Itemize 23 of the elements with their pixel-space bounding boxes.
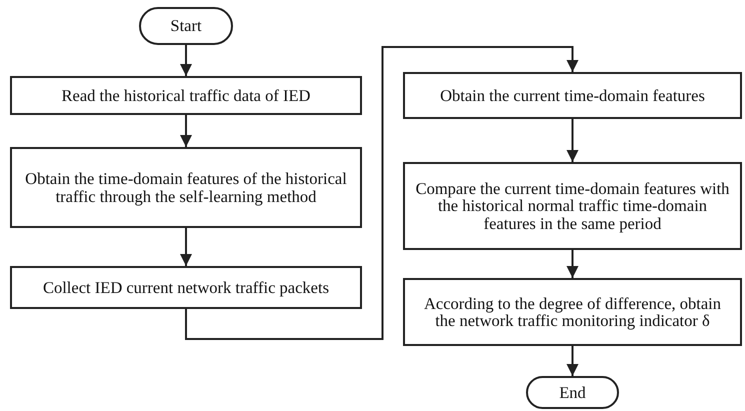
process-box [10, 76, 362, 115]
terminal-label: Start [170, 17, 202, 35]
step-text: Obtain the current time-domain features [440, 86, 705, 104]
process-box [403, 72, 742, 119]
process-box [403, 162, 742, 250]
arrow [185, 46, 578, 340]
step-text: Compare the current time-domain features with the historical normal traffic time-domain features in the same period [414, 180, 730, 232]
process-box [10, 266, 362, 309]
terminal-label: End [559, 384, 586, 402]
arrow [180, 115, 192, 147]
step-text: Collect IED current network traffic packets [42, 278, 330, 296]
step-text: Obtain the time-domain features of the historical traffic through the self-learning method [24, 170, 348, 205]
arrow [180, 228, 192, 266]
arrow [566, 346, 578, 376]
process-box [10, 147, 362, 228]
arrow [566, 119, 578, 162]
terminal-pill [139, 7, 233, 45]
arrow [566, 250, 578, 278]
terminal-pill [526, 376, 619, 409]
step-text: According to the degree of difference, obtain the network traffic monitoring indicator δ [422, 294, 722, 330]
step-text: Read the historical traffic data of IED [62, 86, 310, 104]
arrow [180, 45, 192, 76]
process-box [403, 278, 742, 346]
